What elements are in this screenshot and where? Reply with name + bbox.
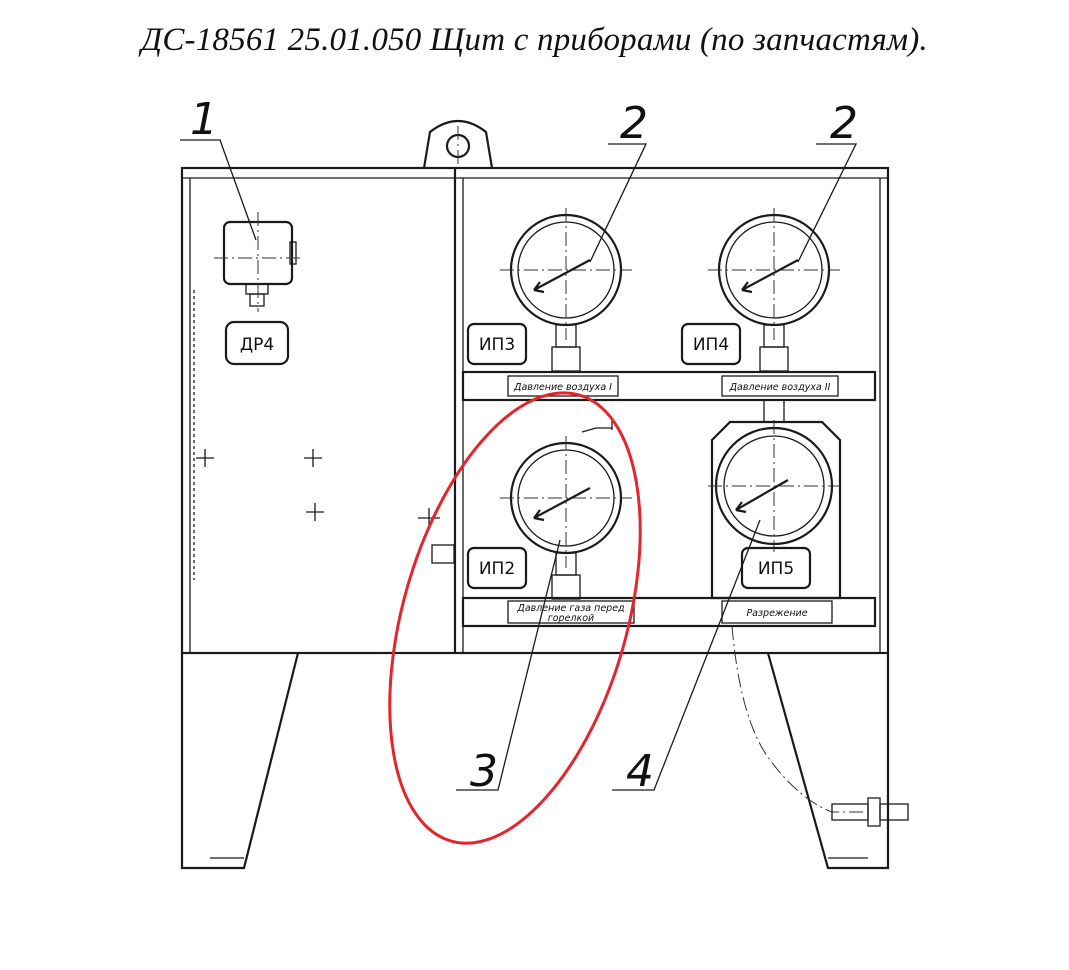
callout-2b: 2 (830, 98, 858, 149)
tube-fitting (831, 797, 909, 827)
drawing-title: ДС-18561 25.01.050 Щит с приборами (по з… (141, 22, 928, 58)
callout-3: 3 (470, 746, 498, 797)
gauge-ip4: ИП4 (680, 208, 840, 372)
lifting-eye (422, 120, 494, 169)
label-ip5: ИП5 (758, 559, 794, 579)
gauge-ip2: ИП2 (466, 420, 632, 600)
shelves (461, 370, 877, 628)
plate-air-1: Давление воздуха I (513, 382, 612, 393)
highlight-ellipse (388, 391, 642, 845)
device-dr4-relay: ДР4 (214, 212, 302, 366)
plate-air-2: Давление воздуха II (729, 382, 831, 393)
plate-gas-line1: Давление газа перед (516, 603, 625, 614)
cabinet-legs (180, 652, 890, 870)
door-fixing-marks (196, 449, 455, 564)
label-dr4: ДР4 (240, 335, 274, 355)
plate-vacuum: Разрежение (746, 608, 807, 619)
label-ip3: ИП3 (479, 335, 515, 355)
gauge-ip5: ИП5 (708, 399, 842, 600)
cabinet-frame (180, 166, 890, 655)
callout-1: 1 (190, 94, 218, 145)
leaders (180, 139, 858, 791)
label-ip4: ИП4 (693, 335, 729, 355)
callout-4: 4 (626, 746, 654, 797)
callout-2a: 2 (620, 98, 648, 149)
label-ip2: ИП2 (479, 559, 515, 579)
impulse-tube (731, 625, 868, 813)
plate-gas-line2: горелкой (548, 613, 594, 624)
gauge-ip3: ИП3 (466, 208, 632, 372)
